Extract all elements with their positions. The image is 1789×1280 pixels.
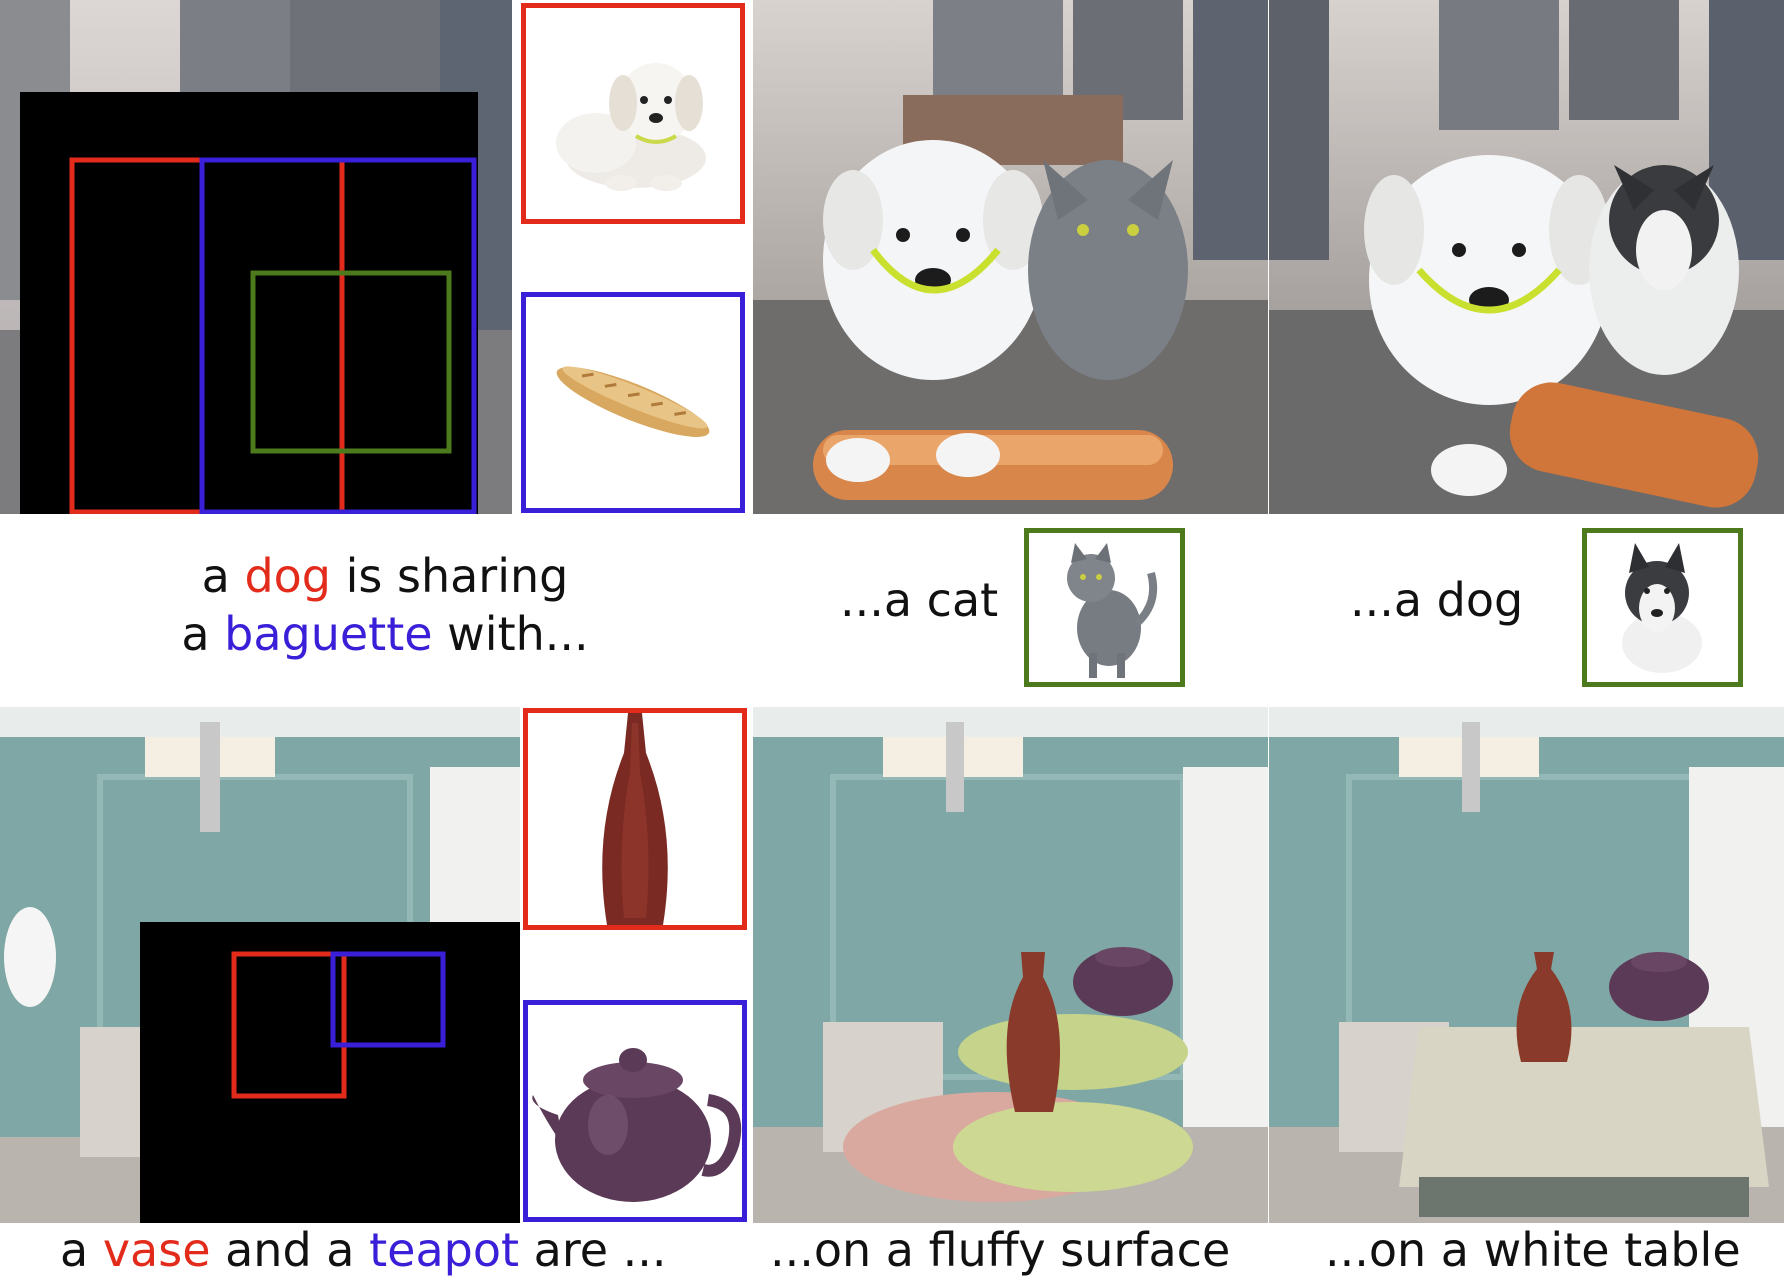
vase-illustration	[602, 713, 668, 925]
result-dog-dog-image	[1269, 0, 1784, 514]
reference-baguette-image	[521, 292, 745, 513]
generated-dog-dog-scene	[1269, 0, 1784, 514]
layout-panel-bottom	[0, 707, 520, 1223]
caption-text: a	[201, 549, 245, 603]
layout-panel-top	[0, 0, 512, 514]
baguette-illustration	[556, 366, 710, 437]
result-dog-cat-image	[753, 0, 1268, 514]
caption-text: are ...	[519, 1223, 667, 1277]
puppy-illustration	[556, 63, 706, 191]
result-table-caption: ...on a white table	[1325, 1223, 1741, 1277]
cat-illustration	[1067, 543, 1158, 678]
reference-cat-image	[1024, 528, 1185, 687]
husky-illustration	[1622, 543, 1702, 673]
chandelier-icon	[145, 722, 275, 832]
reference-dog-image	[521, 3, 745, 224]
teapot-illustration	[532, 1048, 742, 1202]
caption-red-word: vase	[102, 1223, 211, 1277]
caption-red-word: dog	[244, 549, 331, 603]
top-prompt-caption: a dog is sharing a baguette with...	[130, 548, 640, 663]
reference-vase-image	[523, 708, 747, 930]
reference-second-dog-image	[1582, 528, 1743, 687]
caption-text: a	[181, 606, 225, 661]
city-background-layout	[0, 0, 512, 514]
bottom-prompt-caption: a vase and a teapot are ...	[60, 1222, 667, 1280]
top-prompt-line-2: a baguette with...	[130, 606, 640, 664]
caption-text: is sharing	[331, 549, 569, 603]
result-fluffy-caption: ...on a fluffy surface	[770, 1223, 1231, 1277]
result-dog-caption: ...a dog	[1350, 573, 1524, 627]
caption-text: and a	[210, 1223, 370, 1277]
caption-blue-word: teapot	[369, 1223, 520, 1277]
result-cat-caption: ...a cat	[840, 573, 999, 627]
room-background-layout	[0, 707, 520, 1223]
generated-fluffy-surface-scene	[753, 707, 1268, 1223]
caption-text: with...	[432, 606, 589, 661]
top-prompt-line-1: a dog is sharing	[130, 548, 640, 606]
reference-teapot-image	[523, 1000, 747, 1222]
caption-blue-word: baguette	[224, 606, 433, 661]
result-fluffy-surface-image	[753, 707, 1268, 1223]
caption-text: a	[60, 1223, 103, 1277]
result-white-table-image	[1269, 707, 1784, 1223]
generated-white-table-scene	[1269, 707, 1784, 1223]
chandelier-icon	[883, 722, 1023, 812]
chandelier-icon	[1399, 722, 1539, 812]
generated-dog-cat-scene	[753, 0, 1268, 514]
